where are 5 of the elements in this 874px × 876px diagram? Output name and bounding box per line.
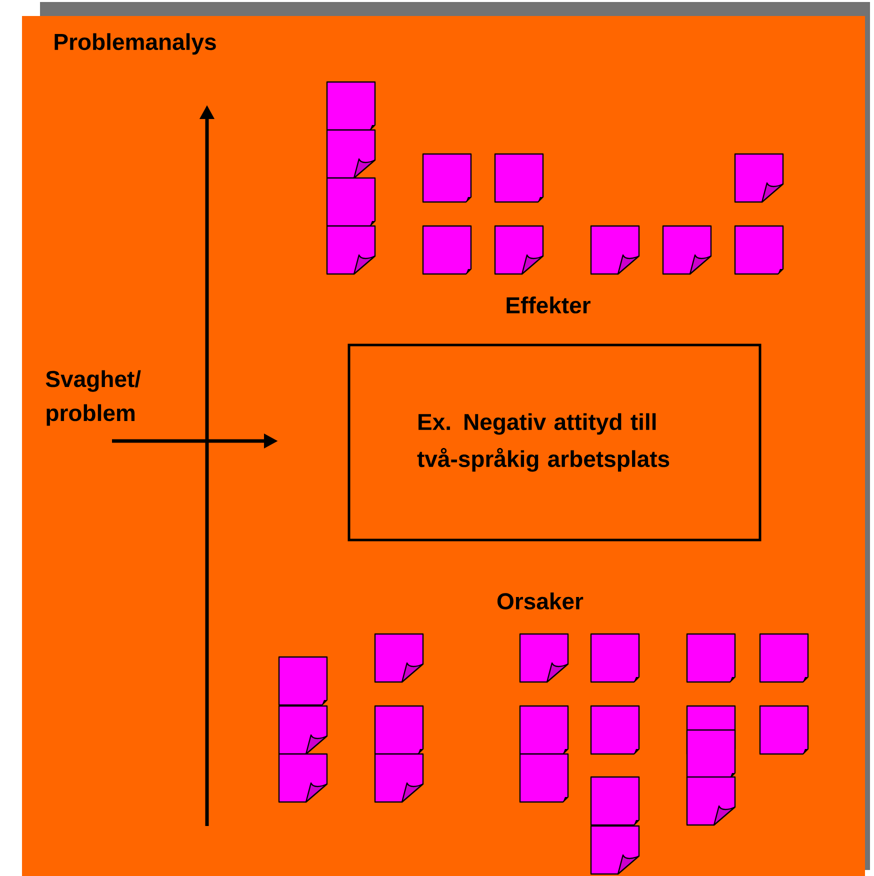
section-heading: Effekter xyxy=(506,296,590,314)
text-box: Ex. Negativ attityd till två-språkig arbetsplats xyxy=(348,344,762,542)
section-heading: Orsaker xyxy=(497,592,584,610)
axis-label: Svaghet/ problem xyxy=(46,370,141,426)
title: Problemanalys xyxy=(54,33,216,55)
